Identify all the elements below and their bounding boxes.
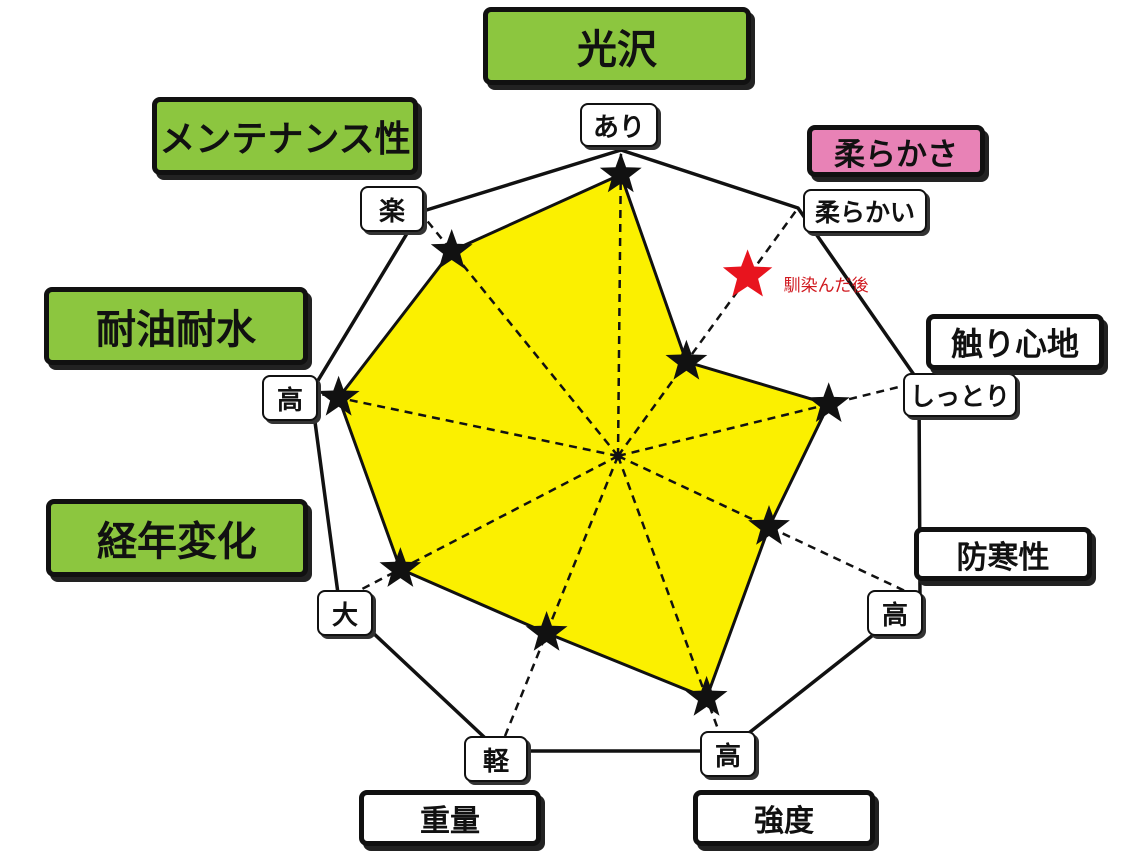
data-point-star bbox=[685, 675, 728, 716]
center-dot bbox=[613, 451, 623, 461]
axis-line bbox=[616, 207, 800, 457]
axis-end-label: 高 bbox=[262, 375, 318, 421]
category-label: 光沢 bbox=[483, 7, 751, 85]
series-area bbox=[337, 172, 831, 700]
axis-end-label: あり bbox=[580, 103, 658, 147]
axis-line bbox=[497, 455, 620, 752]
axis-line bbox=[310, 390, 619, 458]
axis-end-label: 柔らかい bbox=[803, 189, 927, 233]
data-point-star bbox=[525, 611, 568, 651]
data-point-star bbox=[665, 339, 708, 380]
category-label: 柔らかさ bbox=[807, 125, 985, 177]
axis-line bbox=[617, 380, 920, 458]
radar-frame bbox=[309, 148, 922, 753]
axis-line bbox=[616, 149, 623, 457]
axis-end-label: 大 bbox=[317, 590, 373, 636]
axis-end-label: しっとり bbox=[903, 373, 1017, 417]
data-point-star bbox=[430, 229, 473, 269]
category-label: 触り心地 bbox=[926, 314, 1104, 370]
category-label: 重量 bbox=[359, 790, 541, 846]
axis-end-label: 高 bbox=[867, 590, 923, 636]
category-label: 耐油耐水 bbox=[44, 287, 308, 365]
axis-line bbox=[338, 454, 619, 603]
axis-line bbox=[419, 211, 619, 457]
data-point-star bbox=[748, 505, 790, 545]
category-label: 強度 bbox=[693, 790, 875, 846]
data-point-star bbox=[379, 547, 422, 587]
axis-end-label: 軽 bbox=[464, 736, 528, 782]
axis-line bbox=[616, 455, 728, 752]
annotation-star bbox=[722, 249, 773, 297]
data-point-star bbox=[599, 152, 642, 193]
category-label: メンテナンス性 bbox=[152, 97, 418, 175]
data-point-star bbox=[807, 382, 850, 422]
data-point-star bbox=[317, 375, 360, 416]
axis-end-label: 高 bbox=[700, 731, 756, 777]
category-label: 防寒性 bbox=[914, 527, 1092, 581]
annotation-text: 馴染んだ後 bbox=[783, 276, 869, 297]
category-label: 経年変化 bbox=[46, 499, 308, 577]
axis-end-label: 楽 bbox=[360, 186, 424, 232]
